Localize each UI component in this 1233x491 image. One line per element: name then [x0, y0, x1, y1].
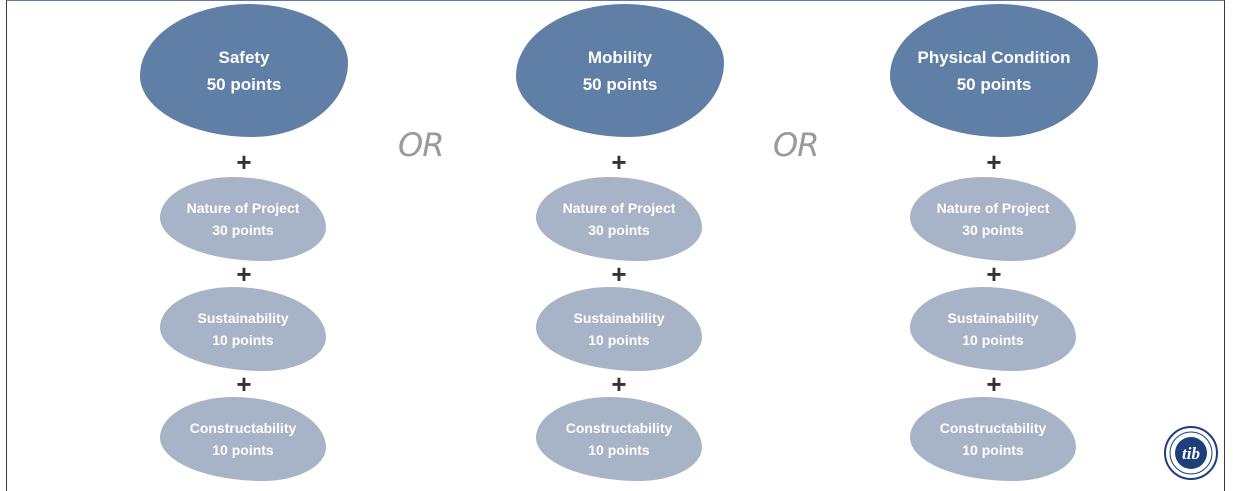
- criterion-title: Constructability: [565, 420, 673, 436]
- plus-sign: +: [986, 369, 1002, 399]
- criterion-points: 10 points: [962, 332, 1024, 348]
- criterion-points: 10 points: [212, 442, 274, 458]
- constructability-blob: Constructability 10 points: [160, 397, 326, 481]
- criterion-points: 30 points: [212, 222, 274, 238]
- plus-sign: +: [986, 259, 1002, 289]
- plus-sign: +: [611, 369, 627, 399]
- sustainability-blob: Sustainability 10 points: [910, 287, 1076, 371]
- criterion-title: Sustainability: [197, 310, 289, 326]
- category-title: Physical Condition: [917, 47, 1071, 67]
- criterion-points: 10 points: [588, 332, 650, 348]
- plus-sign: +: [236, 369, 252, 399]
- category-title: Mobility: [587, 47, 653, 67]
- category-points: 50 points: [582, 74, 658, 94]
- criterion-title: Sustainability: [573, 310, 665, 326]
- criterion-points: 30 points: [588, 222, 650, 238]
- nature-of-project-blob: Nature of Project 30 points: [160, 177, 326, 261]
- category-points: 50 points: [956, 74, 1032, 94]
- constructability-blob: Constructability 10 points: [536, 397, 702, 481]
- plus-sign: +: [611, 147, 627, 177]
- criterion-title: Nature of Project: [936, 200, 1050, 216]
- criterion-title: Sustainability: [947, 310, 1039, 326]
- plus-sign: +: [236, 147, 252, 177]
- safety-category-blob: Safety 50 points: [140, 4, 348, 137]
- tib-logo: tib: [1164, 426, 1218, 480]
- slide-frame: [6, 0, 1225, 491]
- criterion-title: Nature of Project: [562, 200, 676, 216]
- nature-of-project-blob: Nature of Project 30 points: [536, 177, 702, 261]
- criterion-title: Constructability: [939, 420, 1047, 436]
- physical-condition-category-blob: Physical Condition 50 points: [890, 4, 1098, 137]
- criterion-title: Constructability: [189, 420, 297, 436]
- plus-sign: +: [236, 259, 252, 289]
- logo-text: tib: [1182, 444, 1200, 463]
- criterion-points: 30 points: [962, 222, 1024, 238]
- category-title: Safety: [218, 47, 270, 67]
- criterion-points: 10 points: [212, 332, 274, 348]
- criterion-points: 10 points: [962, 442, 1024, 458]
- sustainability-blob: Sustainability 10 points: [536, 287, 702, 371]
- mobility-category-blob: Mobility 50 points: [516, 4, 724, 137]
- or-connector: OR: [773, 126, 819, 164]
- sustainability-blob: Sustainability 10 points: [160, 287, 326, 371]
- plus-sign: +: [611, 259, 627, 289]
- nature-of-project-blob: Nature of Project 30 points: [910, 177, 1076, 261]
- or-connector: OR: [398, 126, 444, 164]
- criterion-points: 10 points: [588, 442, 650, 458]
- category-points: 50 points: [206, 74, 282, 94]
- criterion-title: Nature of Project: [186, 200, 300, 216]
- column-safety: Safety 50 points + Nature of Project 30 …: [140, 0, 370, 491]
- plus-sign: +: [986, 147, 1002, 177]
- column-mobility: Mobility 50 points + Nature of Project 3…: [516, 0, 746, 491]
- constructability-blob: Constructability 10 points: [910, 397, 1076, 481]
- column-physical-condition: Physical Condition 50 points + Nature of…: [890, 0, 1120, 491]
